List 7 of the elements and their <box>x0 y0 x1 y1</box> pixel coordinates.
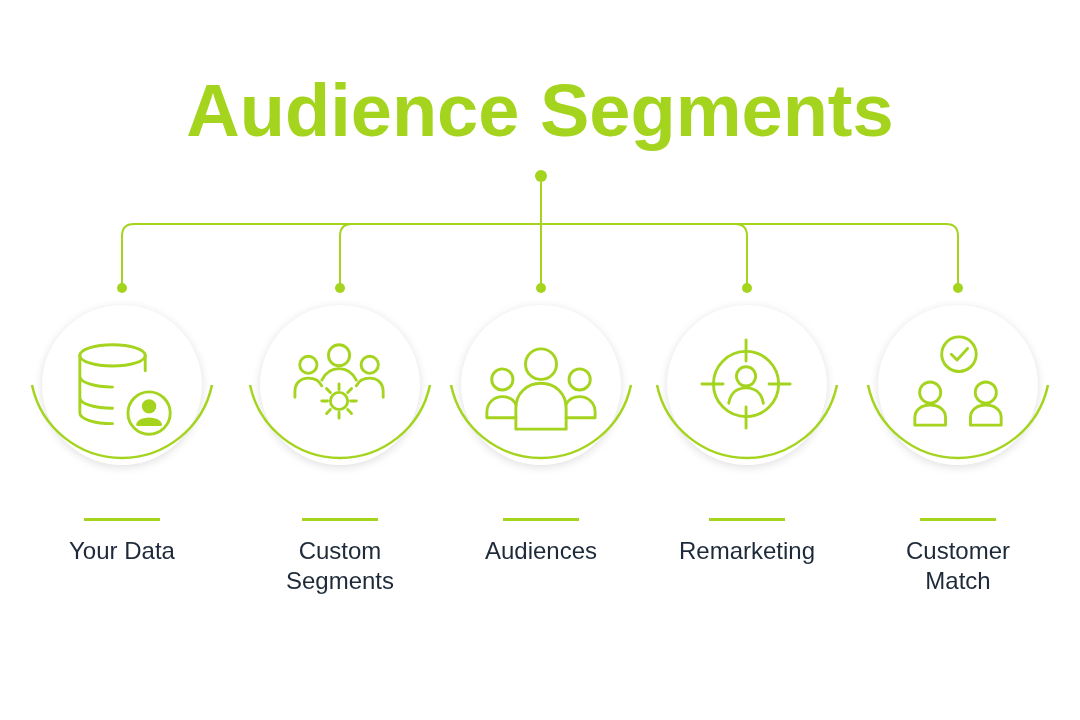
segment-label: Remarketing <box>677 536 817 566</box>
segment-label: Audiences <box>483 536 599 566</box>
junction-dot <box>535 170 547 182</box>
segment-label: Your Data <box>68 536 176 566</box>
segment-label: Customer Match <box>905 536 1011 596</box>
title: Audience Segments <box>185 68 895 154</box>
segment-label: Custom Segments <box>284 536 396 596</box>
